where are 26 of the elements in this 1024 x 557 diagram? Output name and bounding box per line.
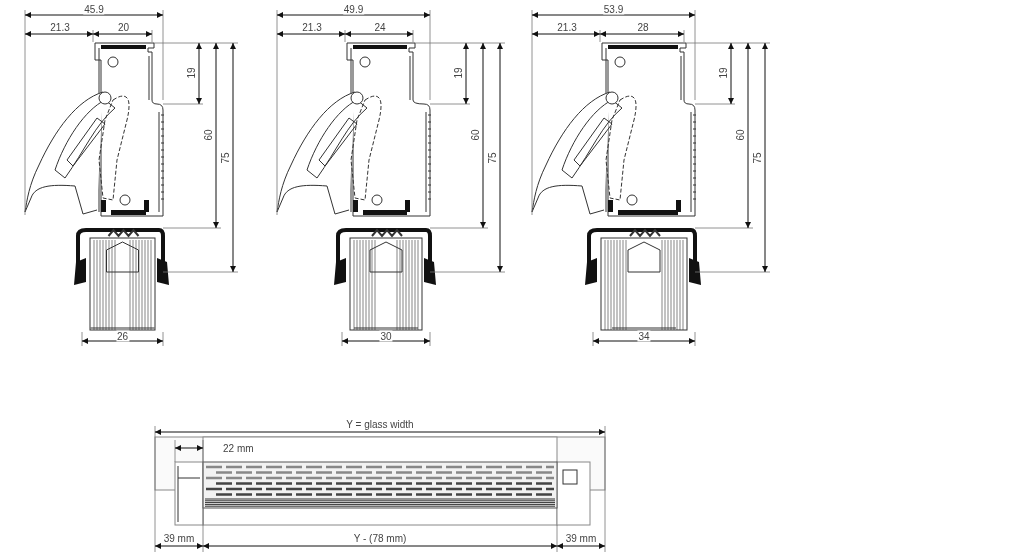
dimension-label: 45.9	[83, 3, 105, 15]
dimension-label: 53.9	[602, 3, 625, 15]
dimension-label: 24	[373, 21, 387, 33]
dimension-label: 75	[486, 151, 498, 165]
dimension-label: 34	[637, 330, 651, 342]
dimension-label: 60	[734, 128, 746, 142]
dimension-label: 19	[452, 66, 464, 80]
dimension-label: Y - (78 mm)	[352, 532, 408, 544]
dimension-label: 75	[219, 151, 231, 165]
dimension-label: 39 mm	[564, 532, 598, 544]
dimension-label: 60	[202, 128, 214, 142]
dimension-label: 19	[717, 66, 729, 80]
dimension-label: Y = glass width	[345, 418, 415, 430]
dimension-label: 39 mm	[162, 532, 196, 544]
dimension-label: 21.3	[301, 21, 323, 33]
dimension-label: 21.3	[556, 21, 578, 33]
dimension-label: 28	[636, 21, 650, 33]
dimension-label: 49.9	[342, 3, 365, 15]
dimension-label: 22 mm	[222, 442, 255, 454]
dimension-label: 75	[751, 151, 763, 165]
dimension-label: 60	[469, 128, 481, 142]
dimension-label: 26	[115, 330, 130, 342]
dimension-label: 20	[116, 21, 131, 33]
dimension-label: 19	[185, 66, 197, 80]
dimension-label: 21.3	[49, 21, 71, 33]
dimension-label: 30	[379, 330, 393, 342]
